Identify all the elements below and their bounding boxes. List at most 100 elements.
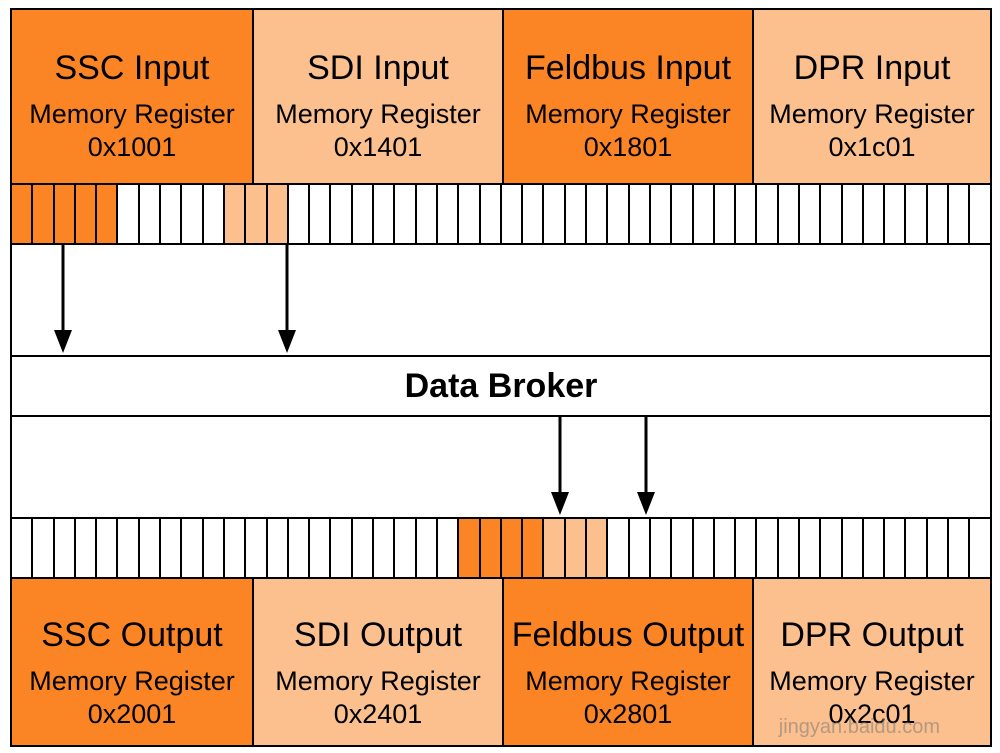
register-cell [906, 519, 928, 577]
baidu-watermark-url: jingyan.baidu.com [778, 716, 940, 738]
register-cell [395, 519, 417, 577]
register-cell [843, 185, 864, 243]
register-cell [949, 185, 971, 243]
register-cell [481, 185, 502, 243]
register-cell [906, 185, 928, 243]
register-cell [374, 185, 396, 243]
register-cell [353, 185, 375, 243]
register-cell [502, 185, 524, 243]
register-cell [55, 519, 76, 577]
register-cell [204, 519, 225, 577]
register-cell [715, 519, 737, 577]
register-cell [672, 519, 694, 577]
register-cell [374, 519, 396, 577]
dpr-output-addr: 0x2c01 [828, 699, 916, 729]
feldbus-input-addr: 0x1801 [583, 132, 673, 162]
register-cell [501, 519, 524, 577]
feldbus-input-sub: Memory Register [525, 99, 731, 129]
register-cell [289, 185, 311, 243]
ssc-output-block: SSC Output Memory Register 0x2001 [10, 577, 254, 747]
dpr-input-sub: Memory Register [769, 99, 975, 129]
register-cell [33, 519, 55, 577]
register-cell [651, 519, 673, 577]
dpr-output-block: DPR Output Memory Register 0x2c01 [752, 577, 992, 747]
register-cell [821, 519, 843, 577]
register-cell [928, 519, 950, 577]
dpr-input-block: DPR Input Memory Register 0x1c01 [752, 8, 992, 185]
register-cell [33, 185, 55, 243]
register-cell [75, 185, 98, 243]
register-cell [204, 185, 225, 243]
register-cell [821, 185, 843, 243]
arrowhead-icon [637, 492, 655, 515]
register-cell [630, 519, 651, 577]
register-cell [268, 519, 289, 577]
output-register-cells [10, 517, 992, 579]
register-cell [544, 185, 566, 243]
feldbus-output-addr: 0x2801 [583, 699, 673, 729]
register-cell [225, 519, 247, 577]
register-cell [459, 519, 481, 577]
dpr-output-title: DPR Output [780, 616, 964, 654]
register-cell [417, 519, 438, 577]
sdi-input-title: SDI Input [307, 49, 449, 87]
feldbus-output-sub: Memory Register [525, 666, 731, 696]
register-cell [140, 519, 162, 577]
sdi-output-title: SDI Output [293, 616, 463, 654]
register-cell [757, 519, 779, 577]
register-cell [459, 185, 481, 243]
register-cell [587, 519, 609, 577]
register-cell [651, 185, 673, 243]
register-cell [438, 185, 460, 243]
register-cell [331, 185, 353, 243]
feldbus-output-block: Feldbus Output Memory Register 0x2801 [502, 577, 754, 747]
register-cell [161, 185, 183, 243]
register-cell [417, 185, 438, 243]
register-cell [97, 519, 119, 577]
register-cell [779, 519, 800, 577]
sdi-output-sub: Memory Register [275, 666, 481, 696]
register-cell [76, 519, 98, 577]
register-cell [800, 185, 822, 243]
register-cell [608, 185, 630, 243]
register-cell [182, 519, 204, 577]
sdi-output-block: SDI Output Memory Register 0x2401 [252, 577, 504, 747]
output-flow-band [10, 415, 992, 519]
data-broker: Data Broker [10, 355, 992, 417]
feldbus-output-title: Feldbus Output [511, 616, 745, 654]
register-cell [331, 519, 353, 577]
sdi-input-block: SDI Input Memory Register 0x1401 [252, 8, 504, 185]
sdi-output-addr: 0x2401 [333, 699, 423, 729]
ssc-input-addr: 0x1001 [87, 132, 177, 162]
dpr-input-addr: 0x1c01 [828, 132, 916, 162]
register-cell [779, 185, 800, 243]
register-cell [630, 185, 651, 243]
register-cell [246, 519, 268, 577]
register-cell [118, 185, 140, 243]
register-cell [267, 185, 289, 243]
register-cell [694, 185, 715, 243]
register-cell [757, 185, 779, 243]
register-cell [395, 185, 417, 243]
input-flow-band [10, 243, 992, 357]
register-cell [970, 519, 992, 577]
register-cell [182, 185, 204, 243]
register-cell [224, 185, 247, 243]
arrowhead-icon [278, 330, 296, 353]
arrowhead-icon [54, 330, 72, 353]
ssc-input-title: SSC Input [54, 49, 210, 87]
register-cell [438, 519, 460, 577]
dpr-input-title: DPR Input [793, 49, 951, 87]
register-cell [864, 185, 886, 243]
register-cell [608, 519, 630, 577]
register-cell [736, 519, 758, 577]
sdi-input-sub: Memory Register [275, 99, 481, 129]
ssc-output-sub: Memory Register [29, 666, 235, 696]
register-cell [715, 185, 737, 243]
ssc-output-addr: 0x2001 [87, 699, 177, 729]
register-cell [843, 519, 864, 577]
register-cell [54, 185, 76, 243]
register-cell [310, 185, 332, 243]
register-cell [672, 185, 694, 243]
